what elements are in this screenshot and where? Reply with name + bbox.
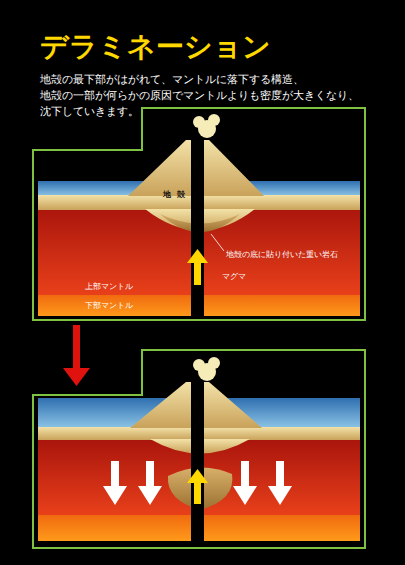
description: 地殻の最下部がはがれて、マントルに落下する構造、 地殻の一部が何らかの原因でマン… — [40, 72, 385, 120]
panel-before — [33, 108, 365, 320]
transition-arrow — [63, 325, 90, 386]
panel-after — [33, 350, 365, 548]
upper-mantle-label: 上部マントル — [85, 281, 133, 292]
magma-label: マグマ — [222, 271, 246, 282]
lower-mantle-label: 下部マントル — [85, 300, 133, 311]
heavy-rock-label: 地殻の底に貼り付いた重い岩石 — [226, 249, 338, 260]
title: デラミネーション — [40, 30, 271, 64]
crust-label: 地殻 — [163, 189, 191, 200]
